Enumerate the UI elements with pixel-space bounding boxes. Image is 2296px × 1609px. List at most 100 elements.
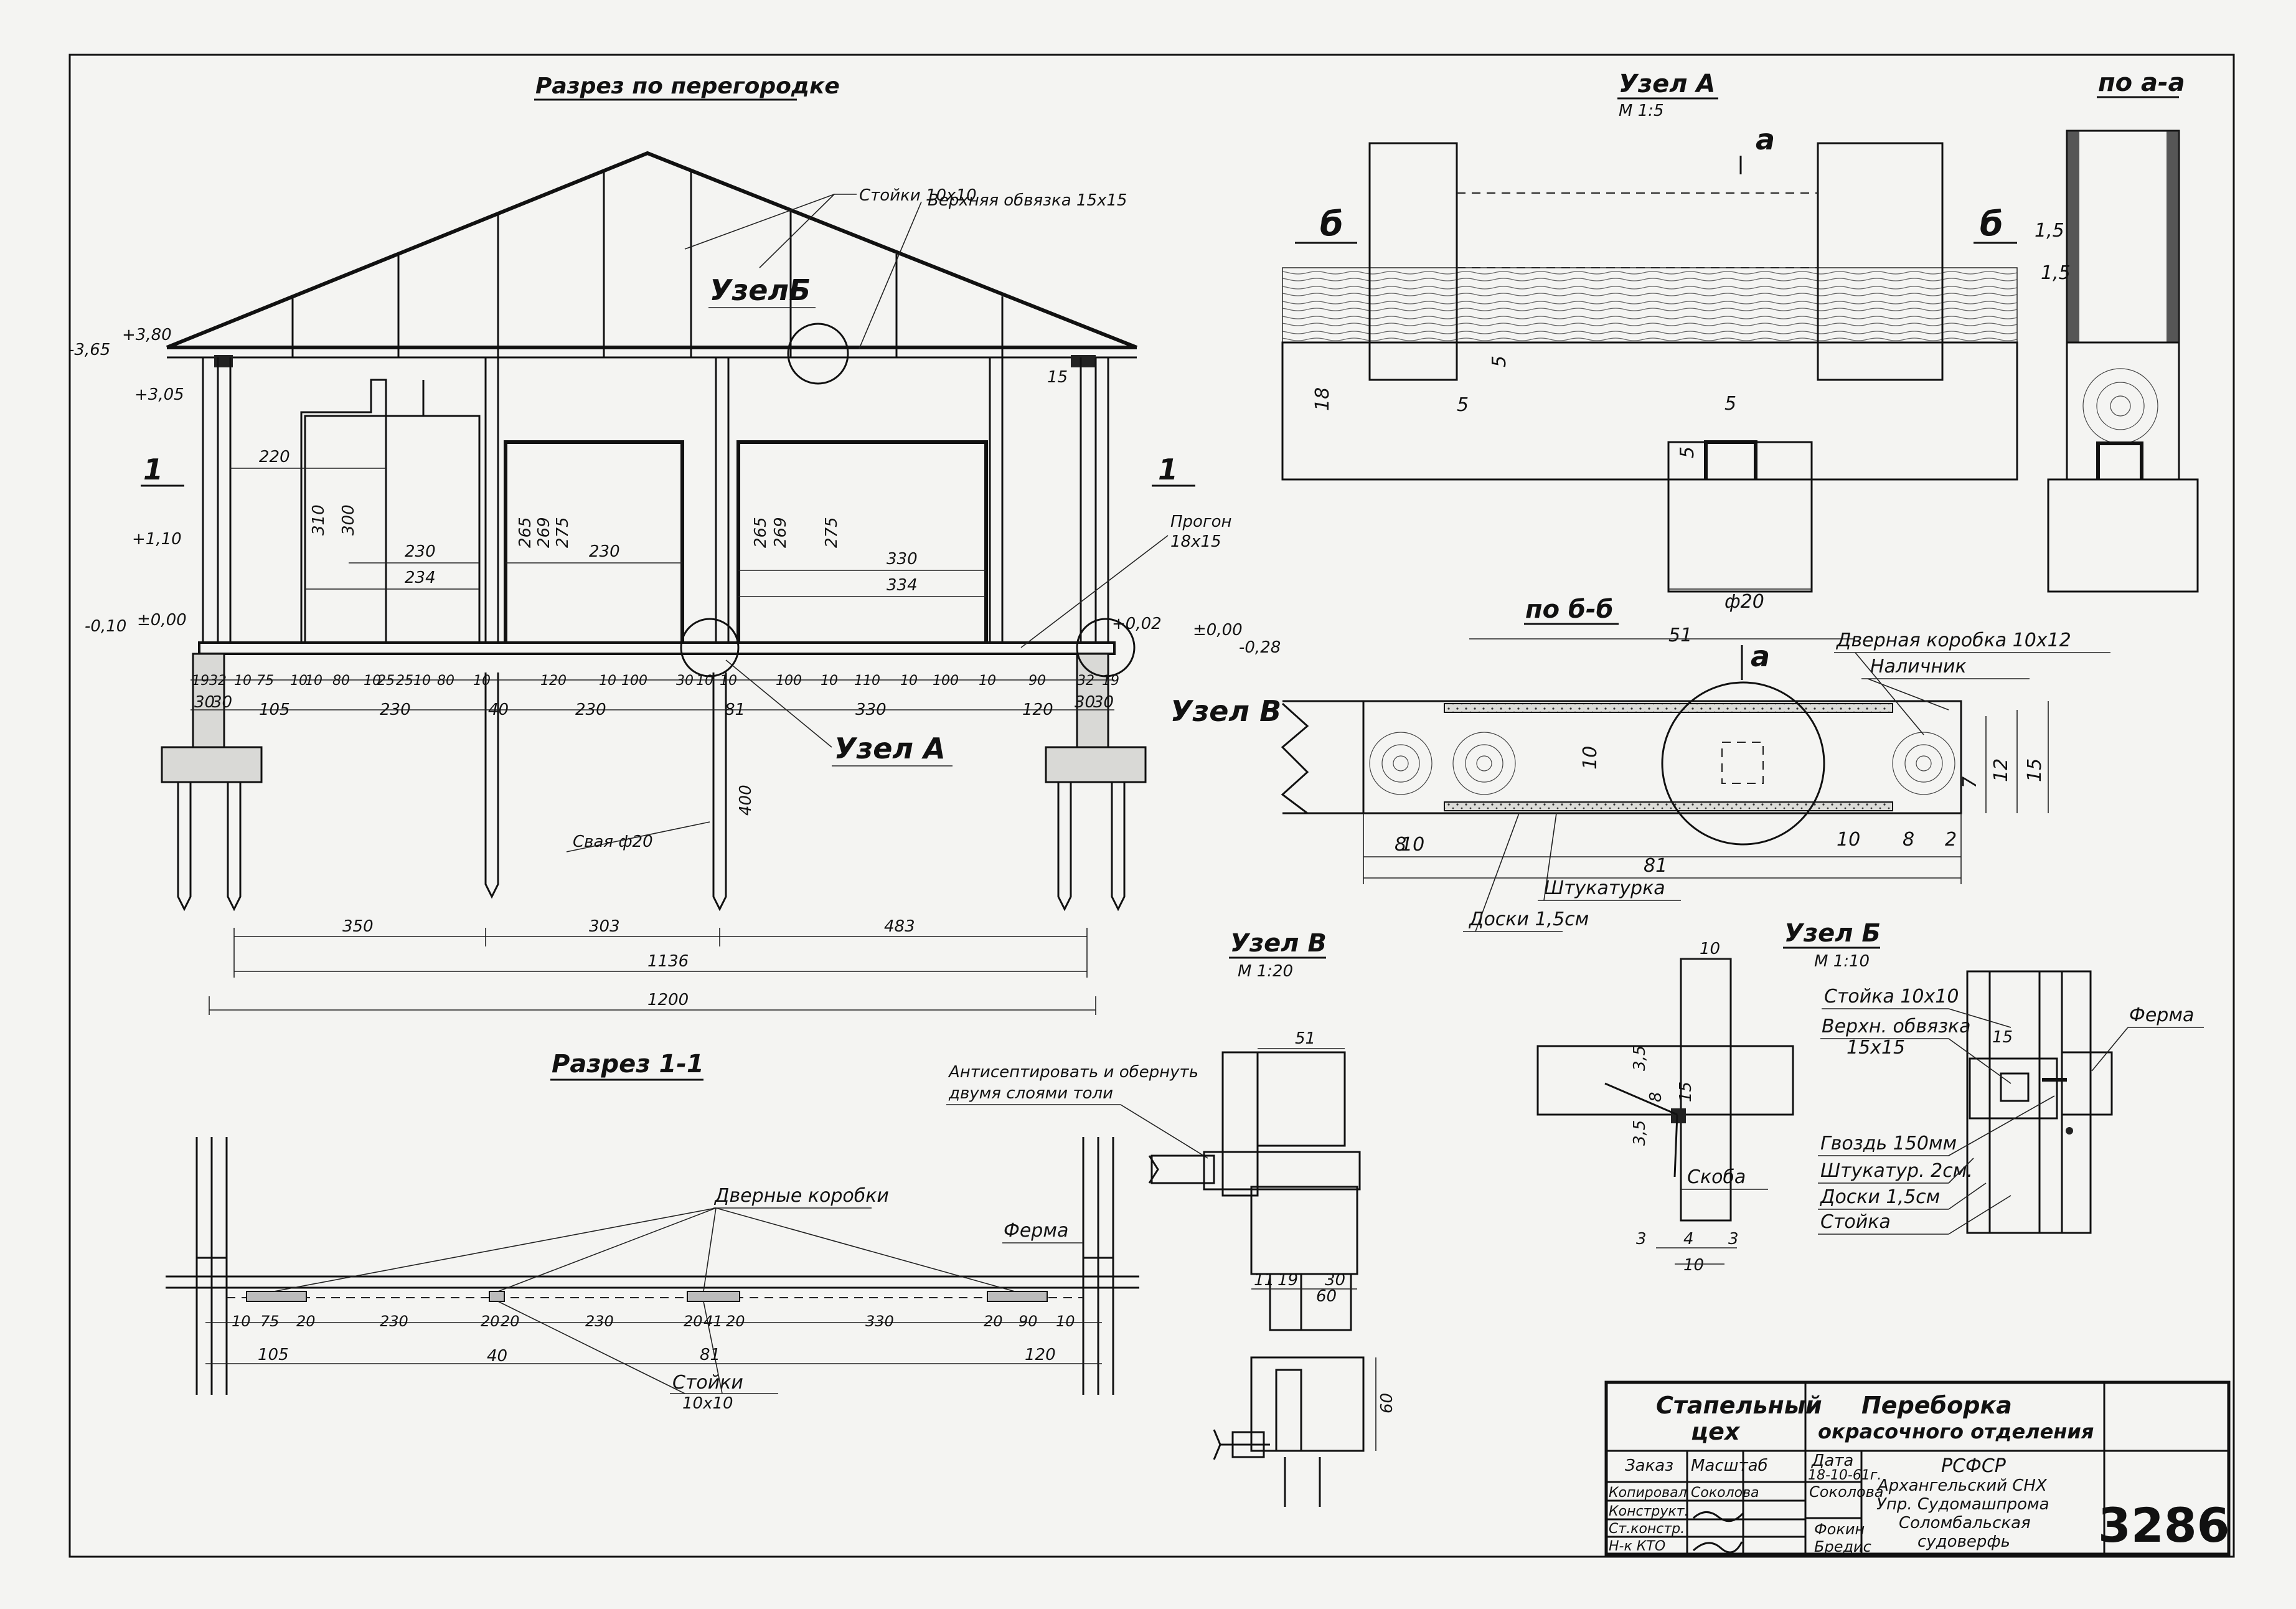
- svg-text:Конструкт.: Конструкт.: [1609, 1504, 1688, 1519]
- svg-text:а: а: [1751, 639, 1770, 673]
- view-bb-dims: 10 8 10 8 81 10 8 2 7 12 15: [1395, 746, 2046, 877]
- svg-text:19: 19: [1102, 673, 1119, 689]
- svg-text:303: 303: [589, 917, 620, 936]
- svg-text:60: 60: [1316, 1287, 1337, 1306]
- svg-text:±0,00: ±0,00: [1193, 621, 1243, 639]
- title-organization: РСФСР Архангельский СНХ Упр. Судомашпром…: [1876, 1455, 2049, 1551]
- svg-text:Стойка: Стойка: [1820, 1211, 1891, 1233]
- svg-text:+3,80: +3,80: [122, 326, 172, 344]
- svg-text:12: 12: [1990, 758, 2012, 782]
- sheet-border: [68, 54, 2235, 1558]
- signature-chief: [1692, 1541, 1743, 1554]
- dims-row-1: 19 32 10 75 10 10 80 10 25 25 10 80 10 1…: [192, 673, 1119, 689]
- svg-text:±0,00: ±0,00: [137, 611, 187, 630]
- view-bb-door-frame-label: Дверная коробка 10х12: [1835, 630, 2071, 651]
- svg-text:б: б: [1980, 204, 2003, 243]
- svg-text:Гвоздь 150мм: Гвоздь 150мм: [1820, 1133, 1957, 1154]
- svg-text:1,5: 1,5: [2035, 220, 2064, 242]
- svg-text:Соломбальская: Соломбальская: [1899, 1514, 2031, 1532]
- svg-text:330: 330: [887, 550, 918, 569]
- svg-text:10: 10: [720, 673, 737, 689]
- svg-text:20: 20: [296, 1313, 316, 1330]
- svg-text:105: 105: [259, 701, 290, 719]
- section-11-dims-row-1: 10 75 20 230 20 20 230 20 41 20 330 20 9…: [232, 1313, 1075, 1330]
- svg-text:10: 10: [1056, 1313, 1075, 1330]
- svg-text:Доски 1,5см: Доски 1,5см: [1819, 1186, 1940, 1208]
- svg-text:230: 230: [575, 701, 606, 719]
- cut-mark-right: 1: [1158, 453, 1178, 486]
- svg-text:Н-к КТО: Н-к КТО: [1609, 1539, 1665, 1554]
- callout-node-a: Узел А: [834, 732, 946, 765]
- svg-text:234: 234: [405, 569, 436, 587]
- svg-text:10: 10: [364, 673, 381, 689]
- view-bb-casing-label: Наличник: [1870, 656, 1967, 677]
- section-11-dims-row-2: 105 40 81 120: [258, 1346, 1056, 1366]
- svg-text:120: 120: [1022, 701, 1053, 719]
- svg-text:Копировал: Копировал: [1609, 1485, 1687, 1501]
- svg-text:-0,28: -0,28: [1239, 638, 1281, 657]
- svg-text:483: 483: [884, 917, 915, 936]
- svg-text:230: 230: [405, 542, 436, 561]
- svg-text:75: 75: [260, 1313, 280, 1330]
- svg-text:220: 220: [259, 448, 290, 466]
- svg-text:10: 10: [305, 673, 322, 689]
- cut-mark-left: 1: [143, 453, 163, 486]
- svg-text:100: 100: [776, 673, 802, 689]
- svg-text:7: 7: [1959, 776, 1981, 788]
- svg-text:265: 265: [516, 517, 535, 548]
- svg-text:3,5: 3,5: [1630, 1120, 1649, 1146]
- svg-text:19: 19: [192, 673, 209, 689]
- svg-text:10: 10: [290, 673, 308, 689]
- dims-row-2: 30 30 105 230 40 230 81 330 120 30 30: [194, 693, 1114, 719]
- svg-text:5: 5: [1489, 356, 1510, 367]
- svg-text:51: 51: [1295, 1029, 1315, 1048]
- svg-text:30: 30: [1093, 693, 1114, 712]
- svg-text:Стойка 10х10: Стойка 10х10: [1824, 986, 1959, 1007]
- node-b-scale: М 1:10: [1814, 952, 1870, 971]
- studs-size-label: 10х10: [682, 1394, 733, 1413]
- callout-node-b: УзелБ: [710, 273, 811, 307]
- svg-text:15: 15: [1047, 368, 1068, 387]
- view-bb-boards-label: Доски 1,5см: [1468, 908, 1589, 930]
- svg-text:б: б: [1320, 204, 1343, 243]
- view-aa-dims: 1,5 1,5: [2035, 220, 2071, 284]
- svg-text:Бредис: Бредис: [1814, 1538, 1871, 1555]
- svg-text:265: 265: [751, 517, 770, 548]
- svg-text:Ферма: Ферма: [2129, 1004, 2194, 1026]
- callout-node-v: Узел В: [1170, 694, 1281, 728]
- svg-text:+0,02: +0,02: [1112, 615, 1162, 633]
- svg-text:3,5: 3,5: [1630, 1045, 1649, 1071]
- svg-text:330: 330: [855, 701, 887, 719]
- node-b-labels: Стойка 10х10 Верхн. обвязка 15х15 Ферма …: [1819, 986, 2194, 1233]
- foundation-right: [1045, 653, 1147, 783]
- title-shop-line2: цех: [1691, 1418, 1741, 1445]
- section-11-title: Разрез 1-1: [552, 1050, 704, 1078]
- title-fields: Заказ Масштаб Дата 18-10-61г. Копировал …: [1609, 1451, 1884, 1555]
- svg-text:110: 110: [854, 673, 880, 689]
- svg-text:ф20: ф20: [1724, 591, 1764, 613]
- callout-studs: Стойки 10х10: [859, 186, 977, 205]
- svg-text:30: 30: [194, 693, 215, 712]
- svg-text:1200: 1200: [647, 991, 689, 1009]
- svg-text:20: 20: [481, 1313, 500, 1330]
- svg-text:30: 30: [676, 673, 694, 689]
- svg-text:8: 8: [1903, 829, 1914, 851]
- node-v-note-line1: Антисептировать и обернуть: [948, 1063, 1198, 1082]
- svg-text:20: 20: [684, 1313, 703, 1330]
- svg-text:Упр. Судомашпрома: Упр. Судомашпрома: [1876, 1495, 2049, 1514]
- roof-truss: [166, 151, 1138, 349]
- node-a-dims: 18 5 5 5 5 ф20 51: [1312, 356, 1764, 646]
- svg-text:40: 40: [488, 701, 509, 719]
- svg-text:Соколова: Соколова: [1809, 1483, 1884, 1501]
- door-frames: [246, 1291, 1048, 1302]
- svg-text:18-10-61г.: 18-10-61г.: [1808, 1468, 1881, 1483]
- frame-dimensions: 220 310 300 230 234 265 269 275 230 265 …: [259, 448, 918, 595]
- svg-text:30: 30: [212, 693, 232, 712]
- svg-text:10: 10: [1700, 940, 1720, 958]
- svg-text:19: 19: [1277, 1271, 1298, 1290]
- svg-text:+1,10: +1,10: [132, 530, 182, 549]
- svg-text:Архангельский СНХ: Архангельский СНХ: [1876, 1476, 2048, 1495]
- svg-text:10: 10: [1579, 746, 1601, 770]
- svg-text:334: 334: [887, 576, 918, 595]
